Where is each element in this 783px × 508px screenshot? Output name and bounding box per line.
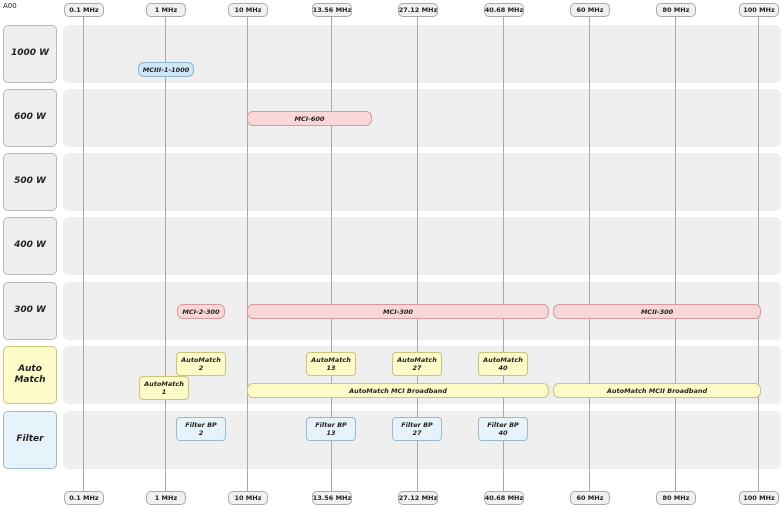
product-frequency: 1 — [161, 388, 167, 396]
row-band-600w — [63, 89, 781, 147]
product-name: Filter BP — [185, 420, 217, 429]
corner-label: A00 — [3, 2, 17, 10]
frequency-line-40-68mhz — [503, 15, 504, 494]
product-frequency: 13 — [326, 429, 336, 437]
product-frequency: 2 — [198, 429, 204, 437]
product-mcii-300[interactable]: MCII-300 — [553, 304, 761, 319]
frequency-tick-top: 40.68 MHz — [484, 3, 524, 17]
product-name: AutoMatch — [181, 355, 221, 364]
row-label-1000w: 1000 W — [3, 25, 57, 83]
product-mci-2-300[interactable]: MCI-2-300 — [177, 304, 225, 319]
product-frequency: 40 — [498, 364, 508, 372]
row-label-automatch: Auto Match — [3, 346, 57, 404]
product-name: AutoMatch — [397, 355, 437, 364]
frequency-tick-bottom: 40.68 MHz — [484, 491, 524, 505]
frequency-line-0-1mhz — [83, 15, 84, 494]
row-label-500w: 500 W — [3, 153, 57, 211]
frequency-line-10mhz — [247, 15, 248, 494]
frequency-tick-top: 13.56 MHz — [312, 3, 352, 17]
product-name: AutoMatch — [483, 355, 523, 364]
frequency-line-60mhz — [589, 15, 590, 494]
frequency-tick-bottom: 100 MHz — [739, 491, 779, 505]
row-label-400w: 400 W — [3, 217, 57, 275]
frequency-tick-top: 1 MHz — [146, 3, 186, 17]
product-name: AutoMatch — [144, 379, 184, 388]
product-frequency: 40 — [498, 429, 508, 437]
frequency-tick-top: 0.1 MHz — [64, 3, 104, 17]
product-name: Filter BP — [487, 420, 519, 429]
frequency-tick-top: 60 MHz — [570, 3, 610, 17]
frequency-tick-bottom: 0.1 MHz — [64, 491, 104, 505]
frequency-line-27-12mhz — [417, 15, 418, 494]
row-label-filter: Filter — [3, 411, 57, 469]
product-name: AutoMatch — [311, 355, 351, 364]
frequency-tick-bottom: 27.12 MHz — [398, 491, 438, 505]
product-frequency: 2 — [198, 364, 204, 372]
product-name: Filter BP — [401, 420, 433, 429]
frequency-tick-top: 80 MHz — [656, 3, 696, 17]
product-automatch-mcii-broadband[interactable]: AutoMatch MCII Broadband — [553, 383, 761, 398]
frequency-line-1mhz — [165, 15, 166, 494]
product-name: Filter BP — [315, 420, 347, 429]
product-frequency: 27 — [412, 364, 422, 372]
frequency-tick-bottom: 80 MHz — [656, 491, 696, 505]
frequency-tick-bottom: 1 MHz — [146, 491, 186, 505]
frequency-tick-top: 100 MHz — [739, 3, 779, 17]
frequency-tick-top: 10 MHz — [228, 3, 268, 17]
product-mci-600[interactable]: MCI-600 — [247, 111, 372, 126]
frequency-line-13-56mhz — [331, 15, 332, 494]
product-frequency: 27 — [412, 429, 422, 437]
row-band-500w — [63, 153, 781, 211]
frequency-tick-bottom: 10 MHz — [228, 491, 268, 505]
product-mci-300[interactable]: MCI-300 — [247, 304, 549, 319]
frequency-tick-bottom: 60 MHz — [570, 491, 610, 505]
product-automatch-mci-broadband[interactable]: AutoMatch MCI Broadband — [247, 383, 549, 398]
frequency-line-100mhz — [758, 15, 759, 494]
row-label-600w: 600 W — [3, 89, 57, 147]
frequency-tick-bottom: 13.56 MHz — [312, 491, 352, 505]
row-label-300w: 300 W — [3, 282, 57, 340]
frequency-tick-top: 27.12 MHz — [398, 3, 438, 17]
product-frequency: 13 — [326, 364, 336, 372]
frequency-line-80mhz — [675, 15, 676, 494]
row-band-400w — [63, 217, 781, 275]
product-mciii-1-1000[interactable]: MCIII-1-1000 — [138, 62, 194, 77]
